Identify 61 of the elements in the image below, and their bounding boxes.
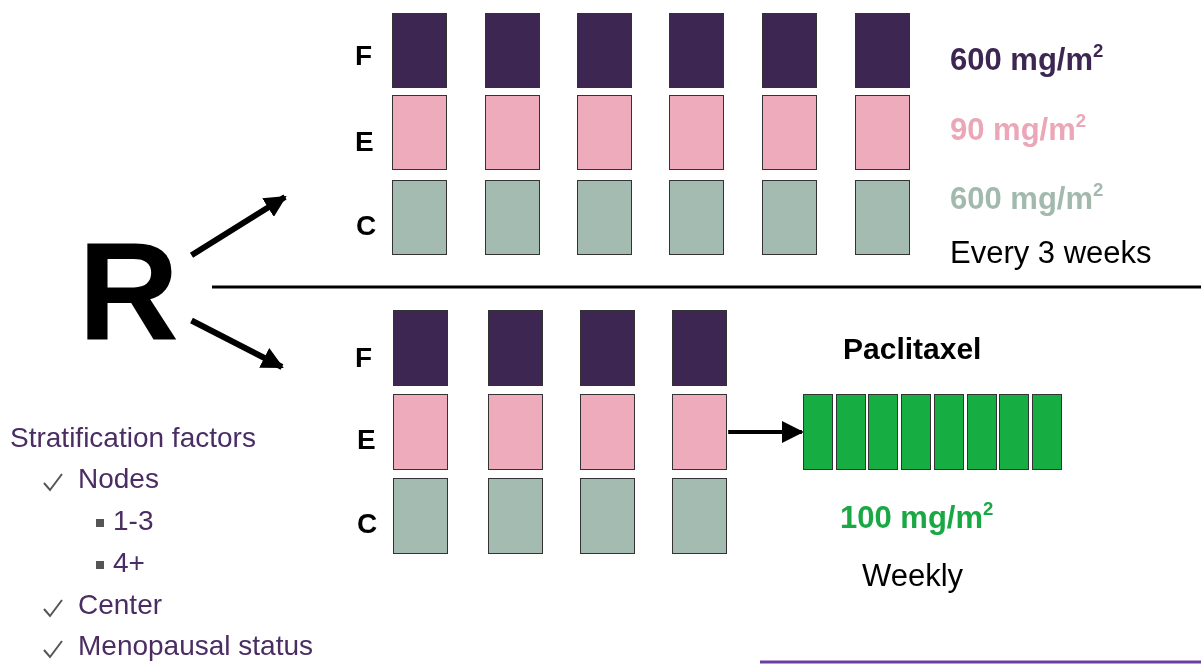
treatment-cycle-box bbox=[669, 13, 724, 88]
treatment-cycle-box bbox=[762, 13, 817, 88]
treatment-cycle-box bbox=[672, 478, 727, 554]
list-item: Nodes bbox=[78, 463, 159, 496]
drug-label: Paclitaxel bbox=[843, 332, 982, 367]
treatment-cycle-box bbox=[577, 95, 632, 170]
treatment-cycle-box bbox=[577, 13, 632, 88]
row-letter: C bbox=[357, 508, 378, 541]
schedule-label: Every 3 weeks bbox=[950, 235, 1152, 271]
schedule-label: Weekly bbox=[862, 558, 964, 594]
treatment-cycle-box bbox=[762, 180, 817, 255]
treatment-cycle-box bbox=[488, 310, 543, 386]
treatment-cycle-box bbox=[577, 180, 632, 255]
treatment-cycle-box bbox=[393, 394, 448, 470]
treatment-cycle-box bbox=[901, 394, 932, 470]
treatment-cycle-box bbox=[392, 180, 447, 255]
row-letter: F bbox=[355, 40, 373, 73]
treatment-cycle-box bbox=[855, 95, 910, 170]
treatment-cycle-box bbox=[580, 310, 635, 386]
randomization-letter: R bbox=[78, 226, 180, 356]
row-letter: E bbox=[355, 126, 374, 159]
treatment-cycle-box bbox=[672, 310, 727, 386]
list-item: 1-3 bbox=[113, 505, 154, 538]
row-letter: F bbox=[355, 342, 373, 375]
treatment-cycle-box bbox=[488, 394, 543, 470]
treatment-cycle-box bbox=[868, 394, 899, 470]
treatment-cycle-box bbox=[485, 180, 540, 255]
list-item: Center bbox=[78, 589, 163, 622]
treatment-cycle-box bbox=[855, 180, 910, 255]
treatment-cycle-box bbox=[855, 13, 910, 88]
dose-label: 100 mg/m$^{2}$ bbox=[840, 500, 994, 536]
treatment-cycle-box bbox=[835, 394, 866, 470]
treatment-cycle-box bbox=[393, 310, 448, 386]
treatment-cycle-box bbox=[485, 95, 540, 170]
treatment-cycle-box bbox=[762, 95, 817, 170]
arrow bbox=[189, 194, 287, 258]
treatment-cycle-box bbox=[669, 180, 724, 255]
treatment-cycle-box bbox=[999, 394, 1030, 470]
arrow bbox=[190, 317, 284, 370]
treatment-cycle-box bbox=[966, 394, 997, 470]
treatment-cycle-box bbox=[672, 394, 727, 470]
treatment-cycle-box bbox=[488, 478, 543, 554]
row-letter: E bbox=[357, 424, 376, 457]
dose-label: 600 mg/m$^{2}$ bbox=[950, 181, 1104, 217]
heading-text: Stratification factors bbox=[10, 422, 256, 455]
treatment-cycle-box bbox=[580, 394, 635, 470]
treatment-cycle-box bbox=[933, 394, 964, 470]
treatment-cycle-box bbox=[392, 13, 447, 88]
list-item: 4+ bbox=[113, 547, 145, 580]
treatment-cycle-box bbox=[1031, 394, 1062, 470]
treatment-cycle-box bbox=[485, 13, 540, 88]
row-letter: C bbox=[356, 210, 377, 243]
treatment-cycle-box bbox=[803, 394, 833, 470]
treatment-cycle-box bbox=[669, 95, 724, 170]
dose-label: 600 mg/m$^{2}$ bbox=[950, 42, 1104, 78]
treatment-cycle-box bbox=[392, 95, 447, 170]
treatment-cycle-box bbox=[580, 478, 635, 554]
arrow bbox=[728, 421, 804, 443]
dose-label: 90 mg/m$^{2}$ bbox=[950, 112, 1087, 148]
list-item: Menopausal status bbox=[78, 630, 314, 663]
treatment-cycle-box bbox=[393, 478, 448, 554]
